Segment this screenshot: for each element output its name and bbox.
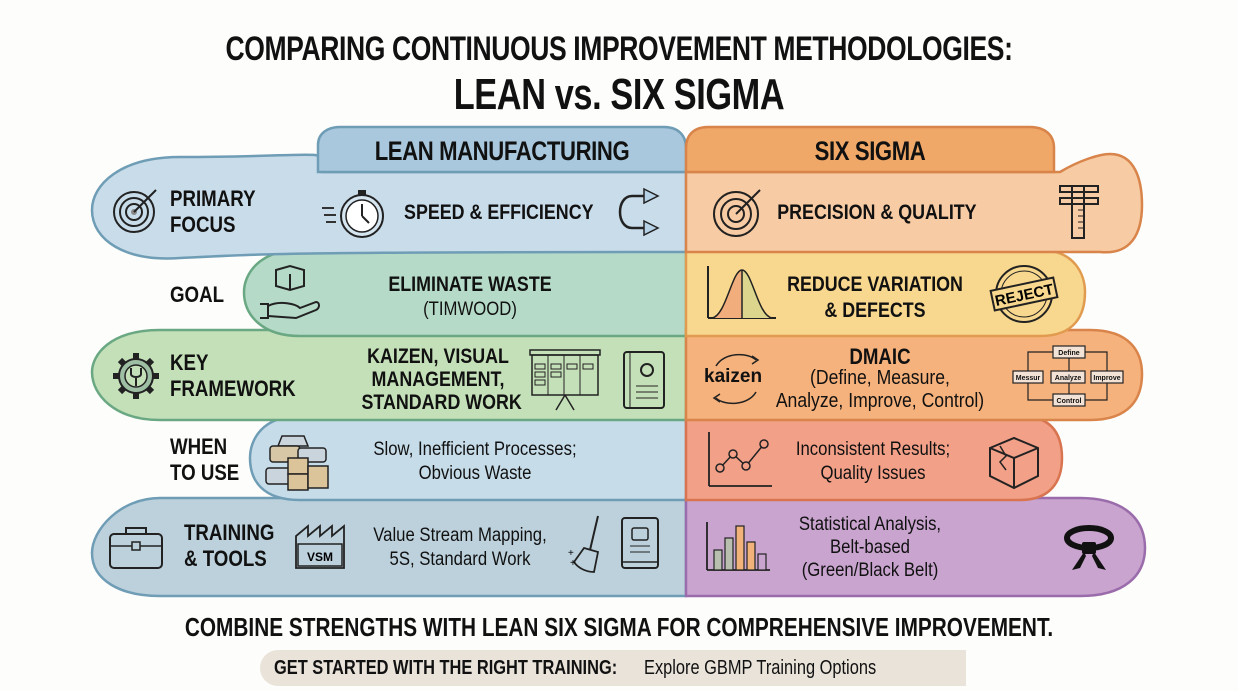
label-line: TO USE — [170, 460, 240, 485]
dmaic-define: Define — [1058, 350, 1080, 357]
traffic-boxes-icon — [265, 435, 329, 491]
briefcase-icon — [109, 527, 163, 569]
kanban-board-icon — [529, 349, 601, 411]
label-line: & TOOLS — [184, 546, 267, 571]
u-turn-arrows-icon — [618, 187, 660, 237]
target-icon — [713, 189, 761, 237]
row-label-primary-focus: PRIMARY FOCUS — [170, 186, 256, 238]
lean-when-line2: Obvious Waste — [418, 463, 532, 484]
cta-bold-text: GET STARTED WITH THE RIGHT TRAINING: — [274, 657, 618, 679]
row-label-goal: GOAL — [170, 282, 225, 307]
label-line: FOCUS — [170, 212, 236, 237]
stopwatch-icon — [322, 190, 384, 238]
six-sigma-framework-title: DMAIC — [849, 344, 911, 369]
svg-text:+: + — [570, 558, 576, 569]
svg-text:+: + — [568, 548, 574, 559]
lean-goal-title: ELIMINATE WASTE — [388, 273, 552, 296]
cta-banner: GET STARTED WITH THE RIGHT TRAINING: Exp… — [260, 650, 966, 686]
lean-framework-line2: MANAGEMENT, — [371, 368, 505, 391]
six-sigma-tools-line2: Belt-based — [830, 537, 910, 558]
six-sigma-framework-line3: Analyze, Improve, Control) — [775, 390, 985, 412]
dmaic-flow-icon: Define Messur Analyze Improve Control — [1012, 345, 1124, 407]
reject-stamp-icon: REJECT — [989, 265, 1059, 323]
six-sigma-primary-focus-text: PRECISION & QUALITY — [777, 201, 977, 224]
bell-curve-icon — [707, 266, 776, 319]
lean-header: LEAN MANUFACTURING — [374, 136, 630, 166]
label-line: WHEN — [170, 434, 228, 459]
six-sigma-when-line1: Inconsistent Results; — [795, 439, 951, 460]
row-label-when-to-use: WHEN TO USE — [170, 434, 239, 486]
lean-when-line1: Slow, Inefficient Processes; — [373, 439, 577, 460]
line-chart-icon — [708, 432, 772, 487]
lean-primary-focus-text: SPEED & EFFICIENCY — [404, 201, 594, 224]
label-line: KEY — [170, 350, 209, 375]
book-icon — [621, 517, 659, 569]
row-label-training-tools: TRAINING & TOOLS — [184, 520, 274, 572]
gear-wrench-icon — [113, 353, 159, 399]
label-line: TRAINING — [184, 520, 275, 545]
label-line: FRAMEWORK — [170, 376, 296, 401]
footer-tagline: COMBINE STRENGTHS WITH LEAN SIX SIGMA FO… — [184, 612, 1054, 642]
dmaic-analyze: Analyze — [1055, 375, 1082, 382]
dmaic-control: Control — [1057, 398, 1082, 405]
lean-tools-line2: 5S, Standard Work — [389, 549, 531, 570]
lean-framework-line3: STANDARD WORK — [361, 391, 522, 414]
black-belt-icon — [1064, 525, 1114, 570]
kaizen-cycle-icon — [712, 353, 760, 405]
six-sigma-tools-line3: (Green/Black Belt) — [801, 560, 939, 581]
target-icon — [113, 189, 157, 233]
vsm-factory-icon: VSM — [295, 524, 345, 569]
title-line-2: LEAN vs. SIX SIGMA — [453, 70, 785, 119]
dmaic-improve: Improve — [1093, 375, 1120, 382]
label-line: PRIMARY — [170, 186, 256, 211]
cta-link[interactable]: Explore GBMP Training Options — [644, 657, 877, 679]
dmaic-measure: Messur — [1016, 375, 1041, 382]
six-sigma-when-line2: Quality Issues — [820, 463, 926, 484]
six-sigma-goal-line1: REDUCE VARIATION — [787, 273, 963, 296]
lean-tools-line1: Value Stream Mapping, — [373, 525, 547, 546]
caliper-icon — [1059, 185, 1099, 239]
lean-framework-line1: KAIZEN, VISUAL — [367, 345, 509, 368]
six-sigma-framework-line2: (Define, Measure, — [810, 367, 950, 389]
kaizen-label: kaizen — [704, 366, 763, 387]
bar-chart-icon — [706, 522, 770, 571]
vsm-label: VSM — [307, 550, 333, 564]
broken-box-icon — [989, 436, 1039, 490]
title-line-1: COMPARING CONTINUOUS IMPROVEMENT METHODO… — [225, 30, 1013, 68]
hand-box-icon — [260, 264, 320, 320]
manual-gear-icon — [623, 351, 665, 409]
row-label-key-framework: KEY FRAMEWORK — [170, 350, 296, 402]
six-sigma-header: SIX SIGMA — [814, 136, 926, 166]
six-sigma-tools-line1: Statistical Analysis, — [798, 514, 942, 535]
broom-icon: + + — [568, 515, 600, 573]
lean-goal-subtitle: (TIMWOOD) — [423, 299, 517, 320]
six-sigma-goal-line2: & DEFECTS — [824, 299, 926, 322]
